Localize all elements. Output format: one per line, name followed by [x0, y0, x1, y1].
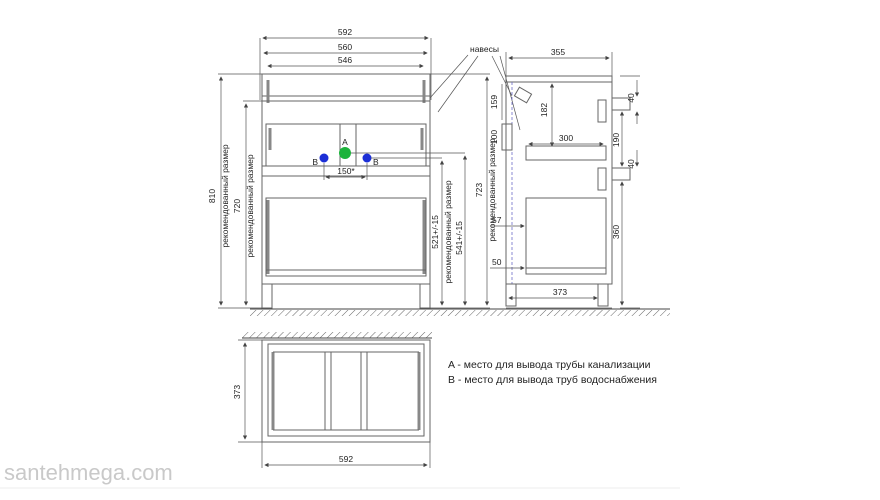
dim-300: 300 [559, 133, 573, 143]
dim-40-bottom: 40 [626, 159, 636, 169]
dim-182: 182 [539, 103, 549, 117]
dim-57: 57 [492, 215, 502, 225]
floor-hatching [250, 310, 670, 316]
dim-810-note: рекомендованный размер [220, 144, 230, 248]
dim-541: 541+/-15 [454, 221, 464, 255]
washbasin-top [261, 73, 431, 102]
legend-b: B - место для вывода труб водоснабжения [448, 374, 657, 386]
top-view-cabinet [261, 339, 431, 443]
hinges-label: навесы [470, 44, 499, 54]
lower-drawer [265, 197, 427, 277]
cabinet-body [261, 100, 431, 285]
dim-521-note: рекомендованный размер [443, 180, 453, 284]
dim-190: 190 [611, 133, 621, 147]
pipe-b-left-label: B [312, 157, 318, 167]
pipe-b-right-marker [362, 153, 372, 163]
dim-810: 810 [207, 189, 217, 203]
dim-100: 100 [489, 130, 499, 144]
dim-592-top: 592 [339, 454, 353, 464]
leg-left [261, 283, 273, 309]
leg-right [419, 283, 431, 309]
watermark: santehmega.com [4, 460, 173, 485]
side-view: 355 373 159 182 100 300 57 50 40 [489, 47, 640, 309]
dim-546: 546 [338, 55, 352, 65]
top-view: 373 592 [232, 339, 431, 468]
legend-a: A - место для вывода трубы канализации [448, 359, 651, 371]
pipe-b-left-marker [319, 153, 329, 163]
dim-720: 720 [232, 199, 242, 213]
dim-592: 592 [338, 27, 352, 37]
front-view: 592 560 546 навесы A [207, 27, 521, 309]
dim-723: 723 [474, 183, 484, 197]
side-cabinet [505, 75, 613, 285]
dim-50: 50 [492, 257, 502, 267]
dim-373-side: 373 [553, 287, 567, 297]
dim-159: 159 [489, 95, 499, 109]
pipe-b-right-label: B [373, 157, 379, 167]
wall-hatching [242, 332, 432, 338]
dim-560: 560 [338, 42, 352, 52]
dim-720-note: рекомендованный размер [245, 154, 255, 258]
dim-723-note: рекомендованный размер [487, 138, 497, 242]
dim-373-top: 373 [232, 385, 242, 399]
dim-360: 360 [611, 225, 621, 239]
pipe-a-marker [339, 147, 351, 159]
dim-521: 521+/-15 [430, 215, 440, 249]
dim-40-top: 40 [626, 93, 636, 103]
pipe-spacing-dim: 150* [337, 166, 355, 176]
pipe-a-label: A [342, 137, 348, 147]
dim-355: 355 [551, 47, 565, 57]
